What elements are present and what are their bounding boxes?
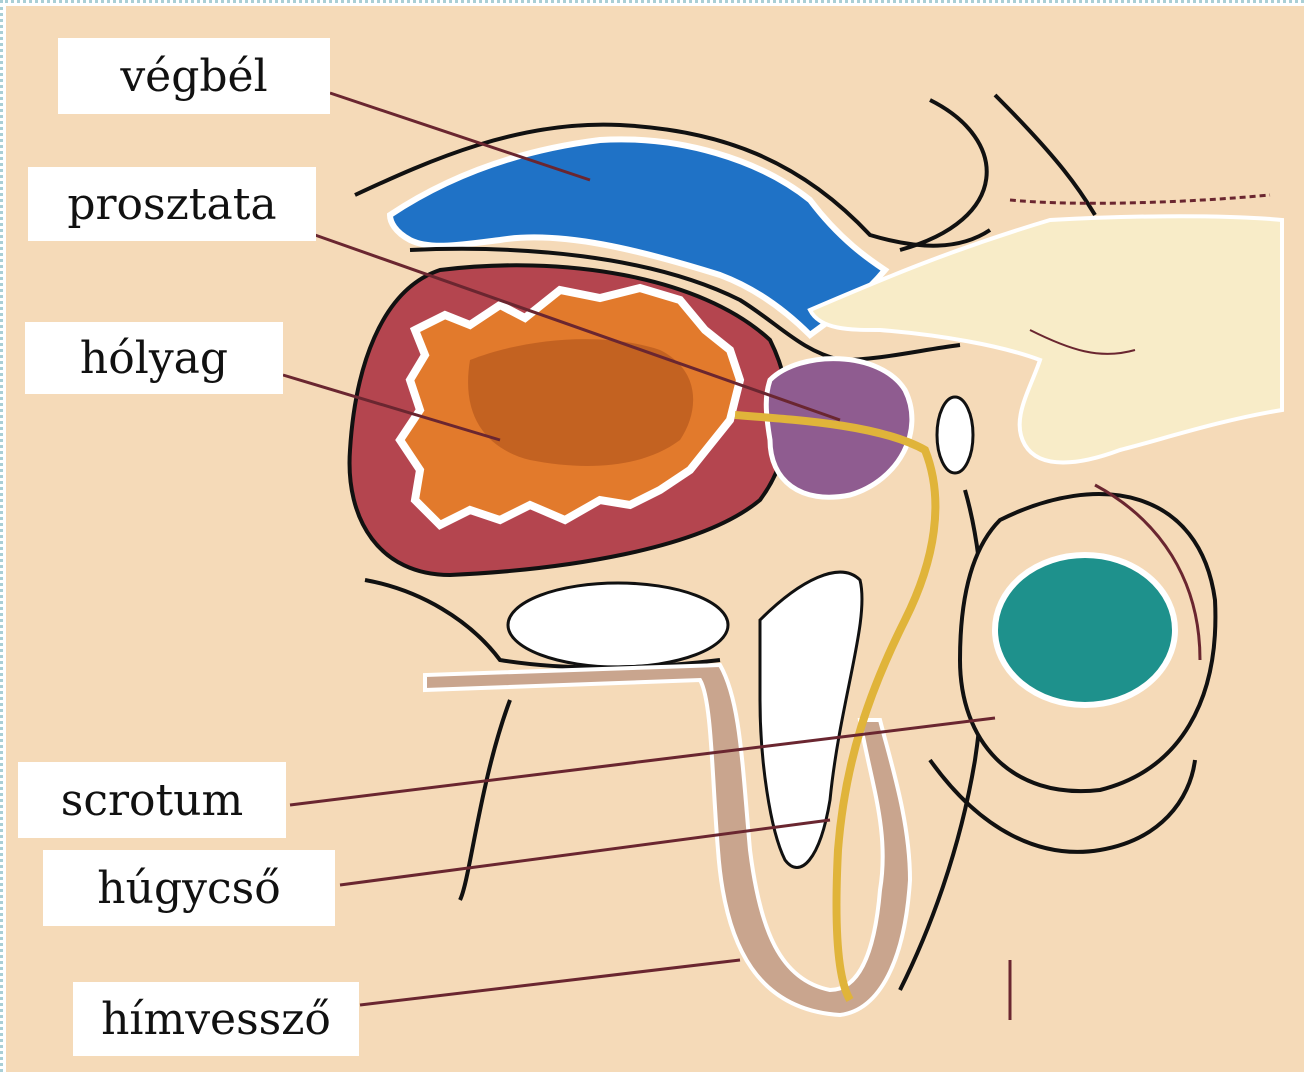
label-urethra: húgycső: [43, 850, 335, 926]
label-bladder: hólyag: [25, 322, 283, 394]
label-rectum: végbél: [58, 38, 330, 114]
seminal-structure: [937, 397, 973, 473]
bladder-shade: [468, 339, 693, 466]
pubic-bone: [508, 583, 728, 667]
testis: [995, 555, 1175, 705]
label-penis: hímvessző: [73, 982, 359, 1056]
label-prostate: prosztata: [28, 167, 316, 241]
label-scrotum: scrotum: [18, 762, 286, 838]
